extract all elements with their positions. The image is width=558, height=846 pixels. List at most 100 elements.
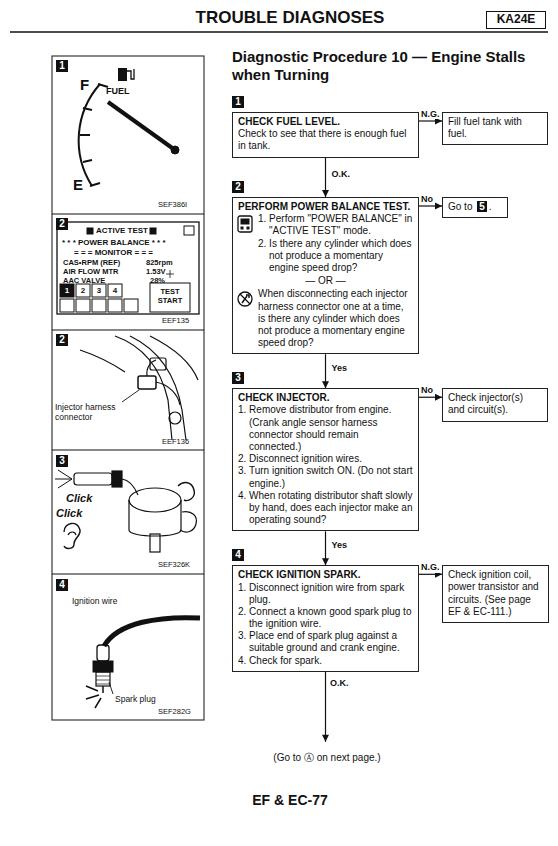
- flow-connector: [322, 354, 329, 388]
- box-text: 3. Place end of spark plug against a sui…: [238, 630, 413, 654]
- gauge-mark: E: [73, 176, 83, 193]
- result-box: Fill fuel tank with fuel.: [442, 112, 548, 145]
- step-marker: 1: [56, 60, 68, 72]
- figure-code: SEF282G: [158, 708, 191, 717]
- box-text: 4. Check for spark.: [238, 655, 413, 667]
- step-marker: 4: [56, 579, 68, 591]
- step-marker: 2: [56, 218, 68, 230]
- box-heading: CHECK FUEL LEVEL.: [238, 116, 413, 128]
- step-marker: 1: [232, 96, 244, 108]
- flow-connector: [322, 158, 329, 197]
- gauge-mark: F: [80, 76, 89, 93]
- engine-injector-connectors: [80, 336, 198, 440]
- box-text: When disconnecting each injector harness…: [258, 288, 413, 349]
- arrowhead: [322, 735, 329, 742]
- arrowhead: [322, 381, 329, 388]
- flow-label: N.G.: [420, 562, 441, 572]
- box-text: Check ignition coil, power transistor an…: [448, 569, 543, 618]
- box-heading: CHECK IGNITION SPARK.: [238, 569, 413, 581]
- text-line: Go to 5.: [448, 201, 502, 213]
- figure-divider: [52, 450, 204, 451]
- part-label: Spark plug: [115, 695, 156, 705]
- screen-text: = = = MONITOR = = =: [74, 248, 153, 257]
- page-number: EF & EC-77: [180, 792, 400, 808]
- injector-distributor: [55, 470, 196, 552]
- box-heading: PERFORM POWER BALANCE TEST.: [238, 201, 413, 213]
- step-marker: 3: [56, 455, 68, 467]
- screen-button: 1: [60, 284, 74, 297]
- figure-divider: [52, 330, 204, 331]
- figure-frame: [52, 56, 204, 720]
- check-box: CHECK IGNITION SPARK.1. Disconnect ignit…: [232, 565, 419, 672]
- box-text: Check to see that there is enough fuel i…: [238, 128, 413, 152]
- consult-screen: [57, 222, 199, 314]
- no-tools-icon: [237, 290, 253, 308]
- flow-label: Yes: [331, 363, 349, 373]
- box-text: Check injector(s) and circuit(s).: [448, 392, 542, 416]
- continuation-arrow: [322, 672, 329, 742]
- screen-text: CAS•RPM (REF): [63, 259, 120, 268]
- step-marker: 2: [232, 181, 244, 193]
- result-box: Check injector(s) and circuit(s).: [442, 388, 548, 421]
- figure-divider: [52, 214, 204, 215]
- gauge-label: FUEL: [106, 86, 130, 96]
- screen-text: * * * POWER BALANCE * * *: [62, 238, 166, 247]
- step-marker: 2: [56, 334, 68, 346]
- engine-code: KA24E: [486, 11, 546, 29]
- figure-code: EEF136: [162, 438, 189, 447]
- screen-button: 2: [76, 284, 90, 297]
- box-text: 2. Connect a known good spark plug to th…: [238, 606, 413, 630]
- connector-line: [325, 672, 326, 742]
- result-box: Check ignition coil, power transistor an…: [442, 565, 549, 623]
- figure-code: SEF386I: [158, 201, 187, 210]
- screen-value: 1.53V: [146, 268, 166, 277]
- check-box: CHECK FUEL LEVEL.Check to see that there…: [232, 112, 419, 158]
- screen-title: ACTIVE TEST: [96, 226, 148, 235]
- screen-button: 4: [108, 284, 122, 297]
- box-heading: CHECK INJECTOR.: [238, 392, 413, 404]
- box-text: 4. When rotating distributor shaft slowl…: [238, 490, 413, 527]
- screen-text: AIR FLOW MTR: [63, 268, 118, 277]
- box-text: 1. Remove distributor from engine. (Cran…: [238, 404, 413, 453]
- page-header: TROUBLE DIAGNOSES: [180, 8, 400, 28]
- screen-text: AAC VALVE: [63, 277, 105, 286]
- flow-label: No: [420, 194, 434, 204]
- continuation-note: (Go to Ⓐ on next page.): [212, 752, 442, 764]
- part-label: Injector harness connector: [55, 403, 133, 423]
- figure-code: EEF135: [162, 317, 189, 326]
- step-marker: 4: [232, 549, 244, 561]
- screen-button: TEST START: [151, 288, 189, 305]
- flow-label: Yes: [331, 540, 349, 550]
- box-text: 1. Perform "POWER BALANCE" in "ACTIVE TE…: [258, 213, 413, 237]
- sound-label: Click: [56, 507, 82, 520]
- screen-value: 28%: [150, 277, 165, 286]
- figure-divider: [52, 574, 204, 575]
- result-box: Go to 5.: [442, 197, 508, 218]
- flow-label: No: [420, 385, 434, 395]
- flow-label: N.G.: [420, 109, 441, 119]
- screen-value: 825rpm: [146, 259, 173, 268]
- sound-label: Click: [66, 492, 92, 505]
- box-text: 1. Disconnect ignition wire from spark p…: [238, 582, 413, 606]
- check-box: PERFORM POWER BALANCE TEST.1. Perform "P…: [232, 197, 419, 354]
- arrowhead: [435, 394, 442, 401]
- box-text: Fill fuel tank with fuel.: [448, 116, 542, 140]
- box-text: 3. Turn ignition switch ON. (Do not star…: [238, 465, 413, 489]
- box-text: Go to: [448, 201, 472, 212]
- flow-label: O.K.: [329, 678, 350, 688]
- step-reference: 5: [477, 201, 487, 212]
- box-text: .: [489, 201, 492, 212]
- ignition-wire-spark-plug: [86, 618, 200, 708]
- procedure-title: Diagnostic Procedure 10 — Engine Stalls …: [232, 48, 548, 84]
- flow-label: O.K.: [331, 169, 352, 179]
- consult-icon: [237, 215, 253, 233]
- screen-button: 3: [92, 284, 106, 297]
- arrowhead: [322, 558, 329, 565]
- fuel-gauge: [79, 68, 179, 186]
- box-text: 2. Is there any cylinder which does not …: [258, 238, 413, 275]
- header-rule: [10, 31, 548, 33]
- arrowhead: [322, 190, 329, 197]
- figure-code: SEF326K: [158, 561, 190, 570]
- check-box: CHECK INJECTOR.1. Remove distributor fro…: [232, 388, 419, 531]
- flow-connector: [322, 531, 329, 565]
